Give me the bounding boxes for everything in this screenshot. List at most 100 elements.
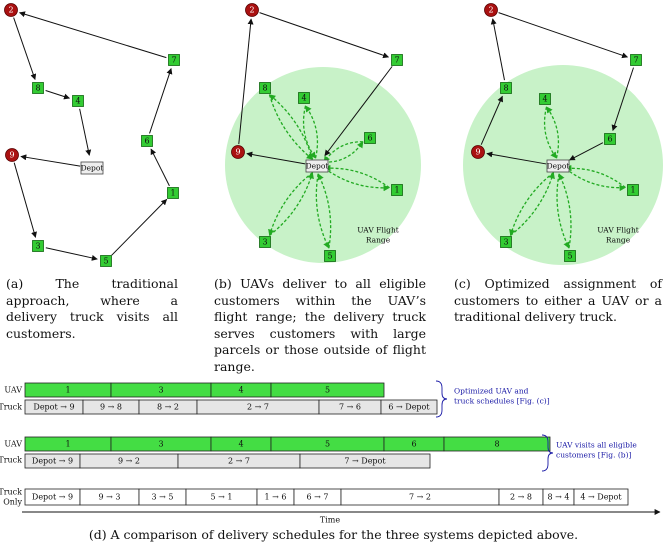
- optimized-uav-label: 1: [65, 386, 70, 395]
- customer-node-8: [259, 82, 271, 94]
- all-uav-label: 1: [65, 440, 70, 449]
- customer-node-8: [500, 82, 512, 94]
- truck-route-4-D: [79, 108, 92, 156]
- customer-label-9: 9: [235, 148, 240, 157]
- brace-all: [541, 434, 554, 472]
- customer-label-7: 7: [171, 56, 176, 65]
- optimized-truck-label: 2 → 7: [247, 403, 269, 412]
- depot-node: [546, 159, 570, 173]
- uav-out-3: [509, 172, 554, 237]
- customer-node-2: [484, 3, 498, 17]
- customer-node-4: [539, 93, 551, 105]
- all-truck-label: 9 → 2: [118, 457, 140, 466]
- truck-only-label: 9 → 3: [99, 493, 121, 502]
- uav-out-5: [315, 173, 330, 249]
- truck-only-label: Depot → 9: [32, 493, 73, 502]
- uav-return-1: [564, 164, 626, 189]
- customer-label-8: 8: [503, 84, 508, 93]
- caption-c: (c) Optimized assignment of customers to…: [454, 276, 662, 324]
- truck-route-9-8: [480, 95, 503, 145]
- optimized-uav-label: 5: [325, 386, 330, 395]
- uav-return-3: [510, 171, 555, 236]
- customer-node-9: [231, 145, 245, 159]
- all-uav-label: 5: [325, 440, 330, 449]
- customer-node-6: [604, 133, 616, 145]
- uav-out-4: [304, 105, 319, 159]
- truck-route-7-2: [19, 11, 167, 59]
- customer-node-4: [298, 92, 310, 104]
- uav-return-1: [324, 164, 390, 189]
- caption-a: (a) The traditional approach, where a de…: [6, 276, 178, 341]
- all-uav-label: 6: [411, 440, 416, 449]
- customer-label-7: 7: [633, 56, 638, 65]
- truck-only-label: 8 → 4: [548, 493, 570, 502]
- customer-label-2: 2: [249, 6, 254, 15]
- uav-return-4: [543, 106, 558, 159]
- truck-route-2-7: [259, 12, 390, 59]
- customer-node-3: [259, 236, 271, 248]
- customer-label-5: 5: [567, 252, 572, 261]
- customer-label-4: 4: [75, 97, 80, 106]
- uav-return-5: [317, 173, 332, 249]
- customer-node-6: [364, 132, 376, 144]
- row-label-uav-1: UAV: [4, 386, 22, 395]
- optimized-truck-label: 7 → 6: [339, 403, 361, 412]
- truck-only-block: [573, 488, 629, 506]
- truck-route-3-5: [45, 247, 98, 261]
- all-uav-label: 3: [158, 440, 163, 449]
- uav-out-1: [565, 167, 627, 192]
- truck-only-label: 2 → 8: [510, 493, 532, 502]
- all-uav-label: 4: [238, 440, 243, 449]
- all-uav-label: 8: [494, 440, 499, 449]
- row-label-truck-1: Truck: [0, 403, 22, 412]
- depot-label: Depot: [81, 164, 104, 173]
- truck-route-D-9: [20, 154, 81, 167]
- customer-node-7: [391, 54, 403, 66]
- truck-route-D-9: [246, 151, 306, 165]
- customer-label-5: 5: [327, 252, 332, 261]
- customer-node-7: [630, 54, 642, 66]
- customer-label-5: 5: [103, 257, 108, 266]
- annotation-optimized-2: truck schedules [Fig. (c)]: [454, 397, 550, 406]
- customer-node-9: [471, 145, 485, 159]
- truck-only-label: 5 → 1: [211, 493, 233, 502]
- truck-route-2-8: [13, 17, 37, 81]
- all-truck-label: 7 → Depot: [344, 457, 386, 466]
- truck-only-label: 7 → 2: [409, 493, 431, 502]
- annotation-all-2: customers [Fig. (b)]: [556, 451, 632, 460]
- all-truck-label: Depot → 9: [32, 457, 73, 466]
- customer-node-6: [141, 135, 153, 147]
- truck-route-6-7: [149, 67, 173, 134]
- optimized-truck-label: 6 → Depot: [388, 403, 430, 412]
- depot-node: [80, 161, 104, 175]
- truck-only-label: 6 → 7: [307, 493, 329, 502]
- truck-route-8-4: [45, 89, 71, 100]
- customer-node-2: [245, 3, 259, 17]
- row-label-uav-2: UAV: [4, 440, 22, 449]
- customer-label-7: 7: [394, 56, 399, 65]
- uav-out-3: [268, 172, 313, 237]
- truck-route-7-6: [611, 67, 634, 132]
- optimized-uav-block: [270, 382, 385, 398]
- truck-route-7-D: [324, 66, 393, 157]
- annotation-optimized-1: Optimized UAV and: [454, 387, 529, 396]
- customer-node-8: [32, 82, 44, 94]
- truck-route-9-2: [238, 18, 254, 145]
- row-label-truck-only-1: Truck: [0, 488, 22, 497]
- customer-node-7: [168, 54, 180, 66]
- row-label-truck-2: Truck: [0, 456, 22, 465]
- optimized-truck-block: [380, 399, 438, 415]
- customer-label-2: 2: [8, 6, 13, 15]
- uav-out-1: [324, 167, 390, 192]
- truck-only-label: 1 → 6: [265, 493, 287, 502]
- truck-only-label: 3 → 5: [152, 493, 174, 502]
- time-axis-label: Time: [320, 516, 340, 525]
- range-label-c-2: Range: [606, 236, 631, 245]
- customer-node-4: [72, 95, 84, 107]
- customer-node-3: [32, 240, 44, 252]
- truck-route-9-3: [13, 162, 37, 238]
- all-truck-block: [299, 453, 431, 469]
- customer-label-4: 4: [542, 95, 547, 104]
- optimized-uav-label: 3: [158, 386, 163, 395]
